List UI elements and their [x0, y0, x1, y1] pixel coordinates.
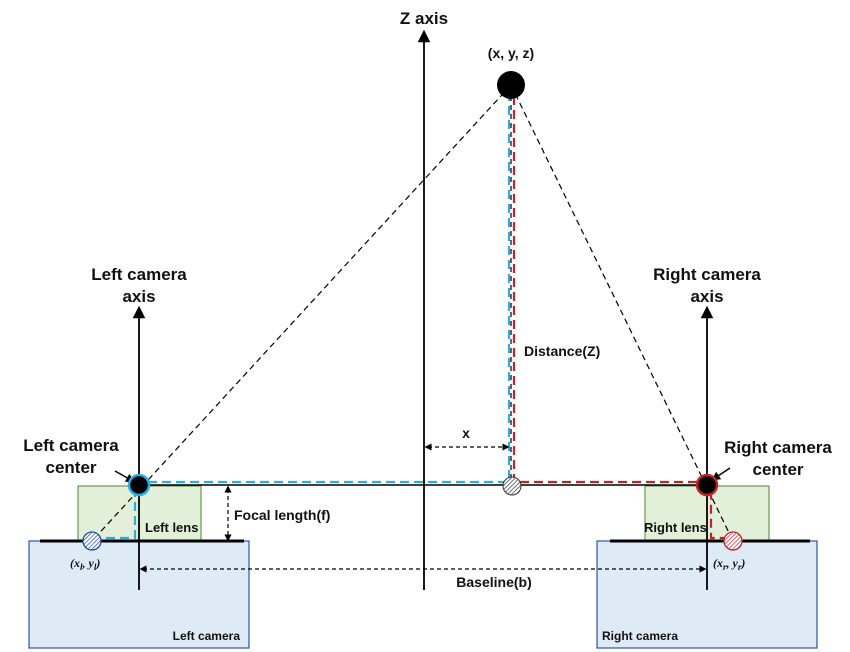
- right-image-point: [723, 531, 743, 551]
- distance-label: Distance(Z): [524, 343, 600, 359]
- left-center-pointer: [114, 470, 135, 483]
- right-lens-label: Right lens: [644, 520, 707, 535]
- right-axis-label-line2: axis: [690, 287, 723, 306]
- focal-length-label: Focal length(f): [234, 507, 330, 523]
- world-point: [497, 71, 525, 99]
- left-center-label-line2: center: [45, 458, 96, 477]
- point-label: (x, y, z): [488, 45, 534, 61]
- baseline-label: Baseline(b): [456, 574, 531, 590]
- x-label: x: [462, 425, 470, 441]
- left-camera-center: [127, 473, 151, 497]
- right-axis-label-line1: Right camera: [653, 265, 761, 284]
- right-similar-triangle-path: [512, 96, 733, 540]
- projected-point: [502, 476, 522, 496]
- left-axis-label-line2: axis: [122, 287, 155, 306]
- left-lens-label: Left lens: [145, 520, 198, 535]
- right-center-label-line1: Right camera: [724, 438, 832, 457]
- left-image-point-label: (xl, yl): [70, 556, 100, 572]
- left-camera-label: Left camera: [173, 629, 241, 643]
- left-similar-triangle-path: [92, 96, 511, 540]
- left-axis-label-line1: Left camera: [91, 265, 187, 284]
- right-camera-label: Right camera: [602, 629, 678, 643]
- z-axis-label: Z axis: [400, 9, 448, 28]
- left-ray: [91, 84, 512, 542]
- right-center-label-line2: center: [752, 460, 803, 479]
- right-center-pointer: [711, 467, 731, 481]
- left-center-label-line1: Left camera: [23, 436, 119, 455]
- right-ray: [510, 84, 734, 542]
- right-image-point-label: (xr, yr): [713, 556, 745, 572]
- right-camera-center: [695, 473, 719, 497]
- left-image-point: [82, 531, 102, 551]
